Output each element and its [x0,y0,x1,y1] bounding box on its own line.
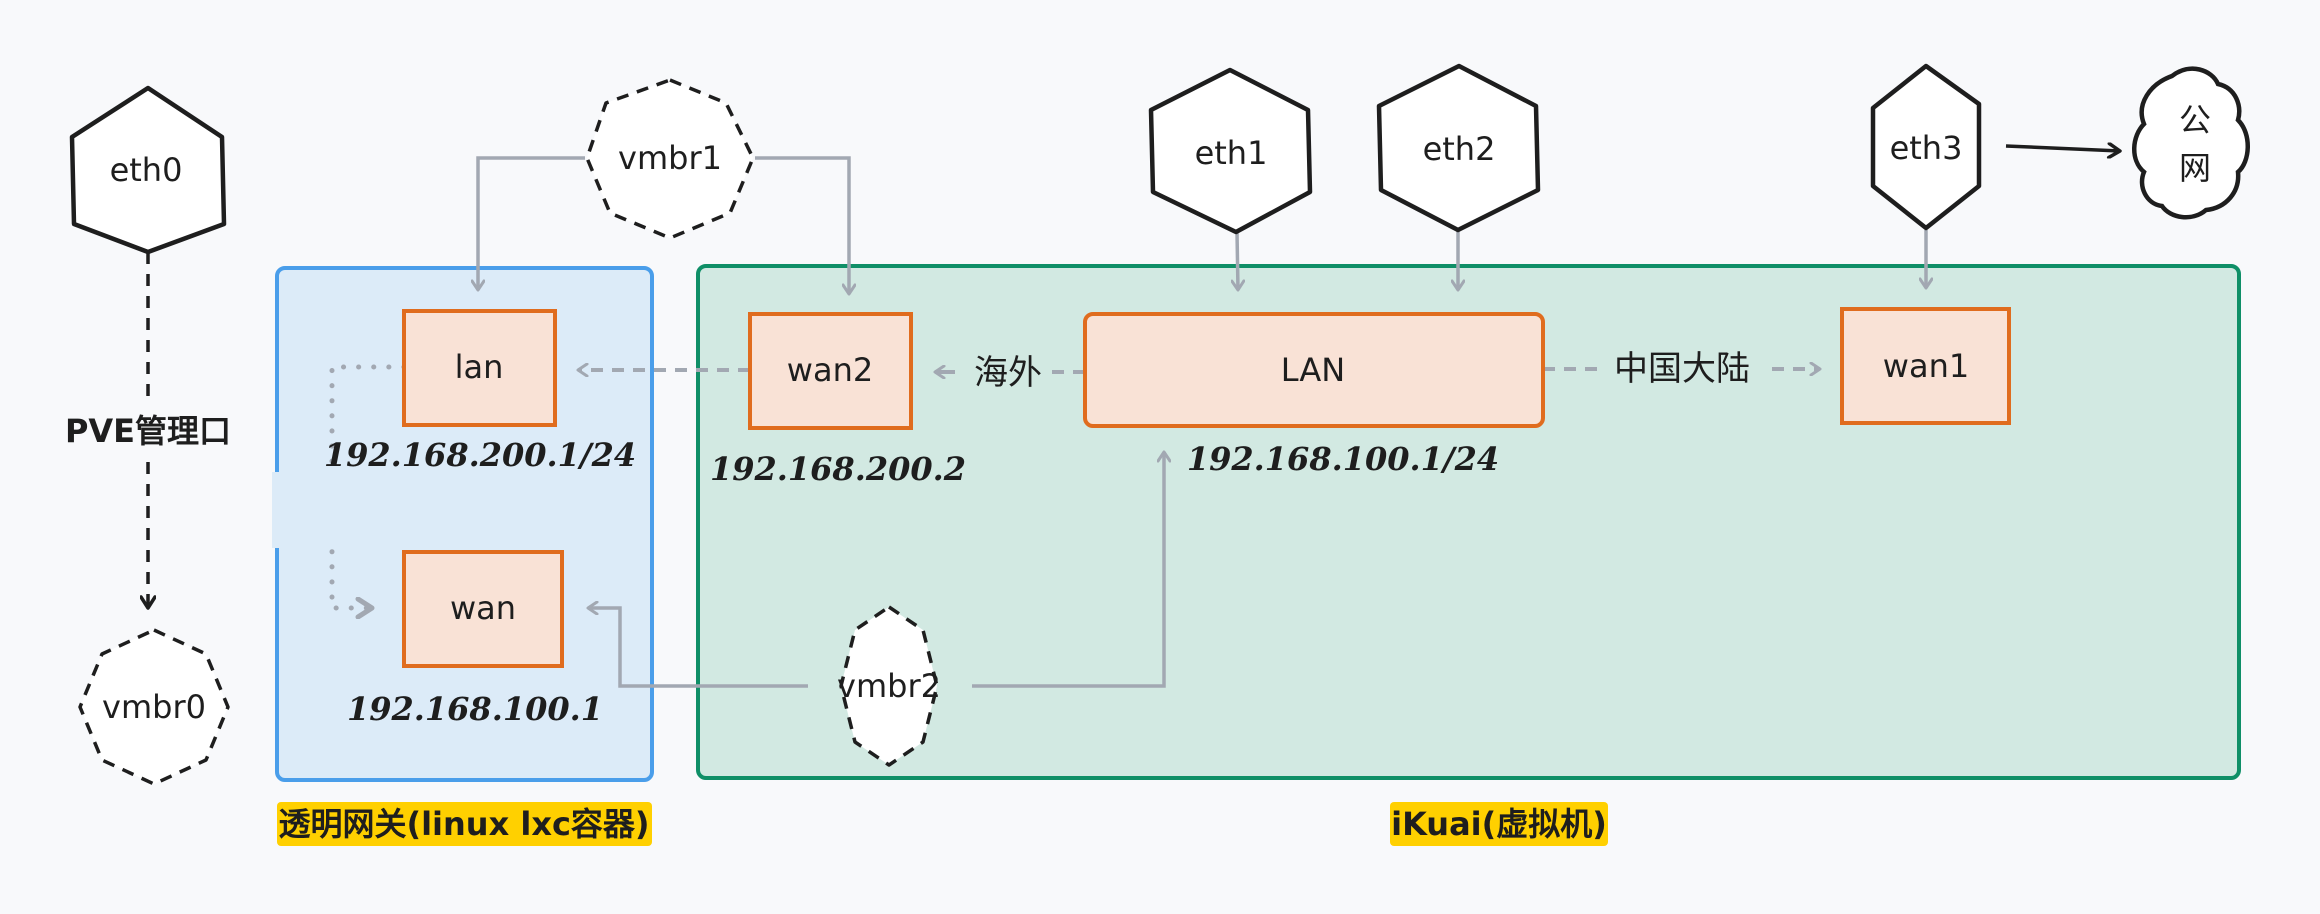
edge-eth1-LAN [1237,231,1238,290]
iface-wan1-label: wan1 [1883,347,1969,385]
nic-eth1-shape [1148,67,1313,235]
nic-eth3-shape [1870,63,1982,231]
gateway-label-highlight [277,802,652,846]
iface-wan1-box [1840,307,2011,425]
bridge-vmbr1-label: vmbr1 [618,139,722,177]
internet-label-line2: 网 [2179,149,2211,187]
iface-lan-label: lan [455,348,504,386]
iface-wan2-label: wan2 [787,351,873,389]
mainland-label: 中国大陆 [1614,349,1750,389]
nic-eth0: eth0 [69,85,227,255]
pve-management-label: PVE管理口 [65,412,231,450]
edge-lan-wan-proxy [329,364,407,608]
iface-wan2-box [748,312,913,430]
bridge-vmbr2: vmbr2 [837,605,941,767]
overseas-label: 海外 [974,353,1042,393]
edge-vmbr2-wan [588,608,808,688]
edge-vmbr2-LAN [972,452,1164,688]
bridge-vmbr0-shape [78,628,230,786]
gateway-label: 透明网关(linux lxc容器) [278,805,649,843]
proxy-label-bg [272,472,392,548]
internet-cloud: 公 网 [2132,66,2250,220]
edge-eth3-internet [2005,146,2120,151]
bridge-vmbr2-octagon [839,605,939,767]
iface-LAN: LAN [1083,312,1545,428]
nic-eth2-shape [1376,63,1541,233]
iface-wan2-ip: 192.168.200.2 [710,450,966,488]
edge-vmbr1-wan2 [755,156,849,294]
bridge-vmbr0: vmbr0 [78,628,230,786]
bridge-vmbr0-label: vmbr0 [102,688,206,726]
iface-lan-box [402,309,557,427]
iface-lan: lan [402,309,557,427]
nic-eth3-label: eth3 [1890,129,1963,167]
nic-eth2-label: eth2 [1423,130,1496,168]
nic-eth1-label: eth1 [1195,134,1268,172]
nic-eth0-label: eth0 [110,151,183,189]
bridge-vmbr1-shape [585,78,755,240]
bridge-vmbr1: vmbr1 [585,78,755,240]
ikuai-label-highlight [1390,802,1608,846]
iface-lan-ip: 192.168.200.1/24 [324,436,636,474]
edge-vmbr1-lan [478,156,585,290]
nic-eth3: eth3 [1870,63,1982,231]
iface-wan1: wan1 [1840,307,2011,425]
ikuai-label: iKuai(虚拟机) [1391,805,1607,843]
iface-wan-ip: 192.168.100.1 [347,690,603,728]
iface-wan: wan [402,550,564,668]
nic-eth1: eth1 [1148,67,1313,235]
iface-wan-box [402,550,564,668]
iface-LAN-ip: 192.168.100.1/24 [1187,440,1499,478]
iface-wan2: wan2 [748,312,913,430]
nic-eth2: eth2 [1376,63,1541,233]
iface-wan-label: wan [450,589,516,627]
iface-LAN-label: LAN [1281,351,1345,389]
bridge-vmbr2-label: vmbr2 [837,667,941,705]
iface-LAN-box [1083,312,1545,428]
internet-label-line1: 公 [2179,101,2211,139]
nic-eth0-shape [69,85,227,255]
cloud-icon [2132,66,2250,220]
